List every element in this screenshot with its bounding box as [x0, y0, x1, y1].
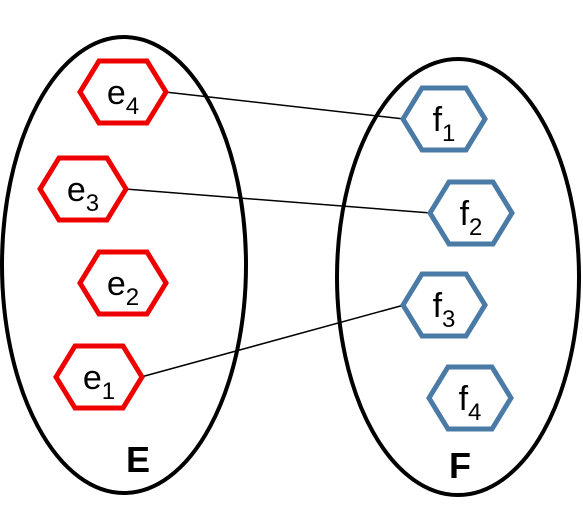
element-subscript: 1: [102, 378, 115, 405]
element-label: f: [460, 195, 470, 233]
mapping-edge-e4-f1: [164, 91, 405, 120]
element-label: e: [107, 74, 126, 112]
element-e1-node: e1: [53, 343, 145, 411]
svg-text:f2: f2: [460, 195, 483, 241]
set-e-ellipse: [0, 35, 248, 495]
element-subscript: 3: [86, 190, 99, 217]
element-e4-node: e4: [77, 58, 169, 126]
element-f2-node: f2: [427, 179, 515, 247]
mapping-edge-e1-f3: [140, 304, 405, 378]
svg-text:e2: e2: [107, 265, 139, 311]
element-subscript: 3: [442, 306, 455, 333]
element-subscript: 4: [126, 93, 139, 120]
svg-text:f3: f3: [433, 287, 456, 333]
svg-text:e1: e1: [83, 359, 115, 405]
svg-text:f1: f1: [433, 101, 456, 147]
set-e-label: E: [126, 439, 150, 480]
element-label: e: [83, 359, 102, 397]
element-e2-node: e2: [77, 249, 169, 317]
svg-text:e4: e4: [107, 74, 139, 120]
element-f3-node: f3: [400, 271, 488, 339]
element-label: f: [433, 287, 443, 325]
svg-text:e3: e3: [67, 171, 99, 217]
set-f-label: F: [449, 445, 471, 486]
set-f-ellipse: [335, 57, 581, 497]
element-e3-node: e3: [37, 155, 129, 223]
svg-text:f4: f4: [459, 380, 482, 426]
element-label: f: [459, 380, 469, 418]
element-subscript: 1: [442, 120, 455, 147]
element-subscript: 2: [126, 284, 139, 311]
element-label: e: [107, 265, 126, 303]
element-f4-node: f4: [426, 364, 514, 432]
element-subscript: 4: [468, 399, 481, 426]
element-label: e: [67, 171, 86, 209]
element-subscript: 2: [469, 214, 482, 241]
element-f1-node: f1: [400, 85, 488, 153]
element-label: f: [433, 101, 443, 139]
mapping-edge-e3-f2: [124, 188, 432, 214]
